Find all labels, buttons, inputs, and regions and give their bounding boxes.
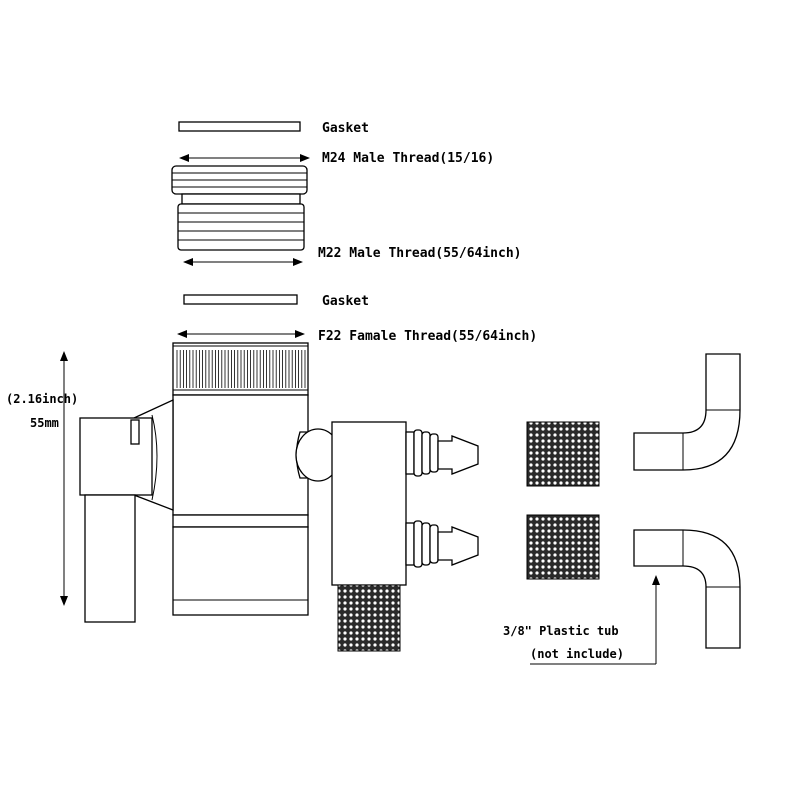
m22-thread-label: M22 Male Thread(55/64inch) bbox=[318, 246, 522, 261]
elbow-tube-bottom bbox=[633, 529, 741, 649]
lever-handle bbox=[79, 417, 153, 623]
elbow-tube-top bbox=[633, 353, 741, 471]
mesh-square-bottom bbox=[526, 514, 600, 580]
gasket-bottom-label: Gasket bbox=[322, 294, 369, 309]
gasket-top bbox=[178, 121, 301, 132]
gasket-bottom bbox=[183, 294, 298, 305]
f22-thread-label: F22 Famale Thread(55/64inch) bbox=[318, 329, 537, 344]
diverter-valve-body bbox=[133, 342, 309, 616]
thread-adapter bbox=[171, 165, 308, 251]
outlet-block bbox=[295, 421, 407, 586]
hose-barb-bottom bbox=[405, 520, 479, 568]
hose-barb-top bbox=[405, 429, 479, 477]
m24-thread-label: M24 Male Thread(15/16) bbox=[322, 151, 494, 166]
plastic-tube-pointer bbox=[530, 575, 660, 665]
not-included-label: (not include) bbox=[530, 647, 624, 661]
height-mm-label: 55mm bbox=[30, 416, 59, 430]
mesh-filter-screen bbox=[337, 584, 401, 652]
height-inch-label: (2.16inch) bbox=[6, 392, 78, 406]
gasket-top-label: Gasket bbox=[322, 121, 369, 136]
plastic-tube-label: 3/8" Plastic tub bbox=[503, 624, 619, 638]
mesh-square-top bbox=[526, 421, 600, 487]
